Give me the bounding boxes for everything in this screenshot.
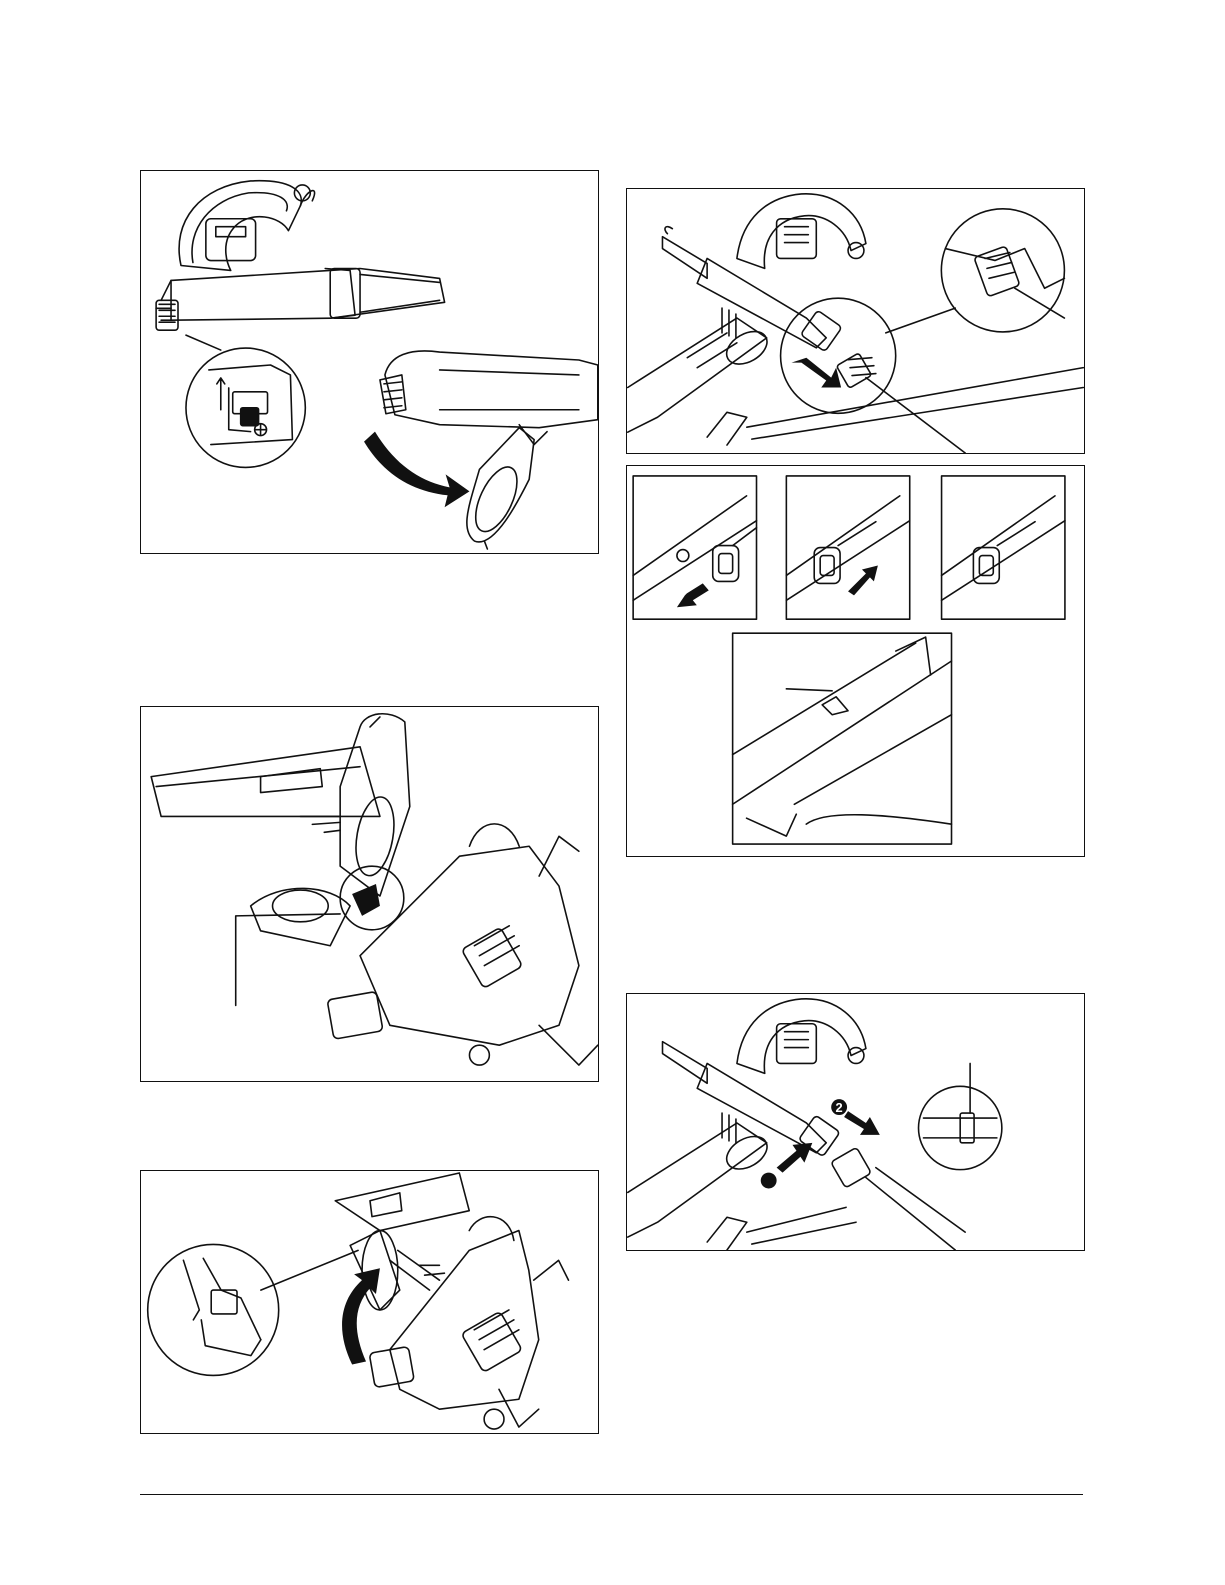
straight-arrow [791, 358, 841, 388]
open-cover-illustration [141, 707, 598, 1081]
figure-close-inlet-cover [140, 1170, 599, 1434]
figure-align-and-lock-steps [626, 465, 1085, 857]
footer-rule [140, 1494, 1083, 1495]
step-marker-1 [761, 1173, 777, 1189]
arrow-push-in [777, 1143, 813, 1173]
align-lock-illustration [627, 466, 1084, 856]
arrow-pull-out [844, 1111, 880, 1135]
step-marker-2: 2 [836, 1100, 843, 1115]
close-cover-illustration [141, 1171, 598, 1433]
curved-arrow-up [342, 1268, 380, 1364]
arrow-step-2 [848, 565, 878, 595]
figure-remove-tube: 2 [626, 993, 1085, 1251]
tube-connector-illustration [627, 189, 1084, 453]
callout-leader-line [236, 914, 340, 1006]
remove-tube-illustration: 2 [627, 994, 1084, 1250]
blower-illustration [141, 171, 598, 553]
curved-arrow-down [364, 432, 469, 508]
figure-attach-tube-connector [626, 188, 1085, 454]
arrow-step-1 [677, 583, 709, 607]
figure-release-inlet-cover [140, 170, 599, 554]
figure-open-inlet-cover [140, 706, 599, 1082]
